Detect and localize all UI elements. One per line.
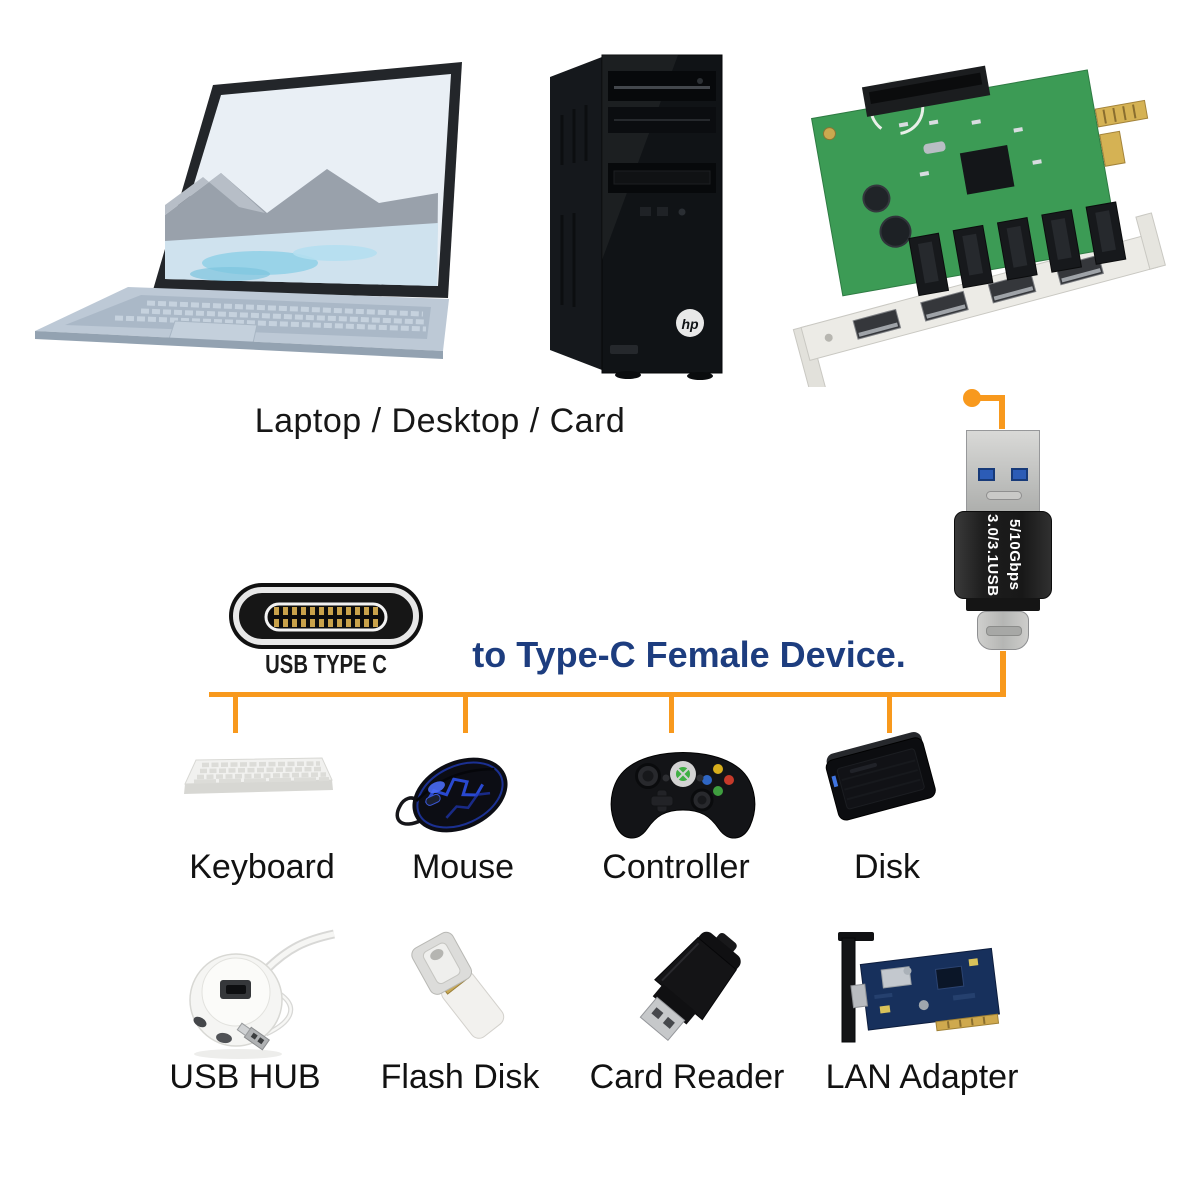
device-label-card-reader: Card Reader [589,1058,785,1096]
laptop-image [35,62,462,359]
lan-adapter-image [838,932,1000,1043]
controller-image [610,752,756,839]
adapter-collar [966,598,1040,611]
usb-type-c-port-icon [229,583,423,649]
device-label-flash-disk: Flash Disk [380,1058,540,1096]
top-row-caption: Laptop / Desktop / Card [254,402,626,440]
usb-a-plug [966,430,1040,512]
device-label-usb-hub: USB HUB [169,1058,321,1096]
usb-hub-image [189,929,335,1059]
adapter-body: 3.0/3.1USB 5/10Gbps [954,511,1052,599]
usb-a-contact [1011,468,1028,481]
device-label-disk: Disk [853,848,921,886]
device-label-keyboard: Keyboard [189,848,335,886]
desktop-tower-image: hp [550,54,723,380]
usb-c-plug [977,611,1029,650]
usb-a-contact [978,468,995,481]
usb-type-c-label: USB TYPE C [265,649,387,679]
device-label-controller: Controller [602,848,750,886]
device-label-lan-adapter: LAN Adapter [825,1058,1019,1096]
pcie-usb-card-image [792,65,1166,387]
connector-main-line [209,692,1006,697]
hp-logo: hp [681,316,699,332]
device-label-mouse: Mouse [411,848,515,886]
disk-image [825,732,936,821]
headline-text: to Type-C Female Device. [472,634,906,675]
mouse-image [395,757,508,833]
card-reader-image [639,931,741,1042]
flash-disk-image [411,931,505,1039]
adapter-speed-label: 3.0/3.1USB 5/10Gbps [984,513,1023,597]
keyboard-image [184,757,333,794]
usb-a-slot [986,491,1022,500]
